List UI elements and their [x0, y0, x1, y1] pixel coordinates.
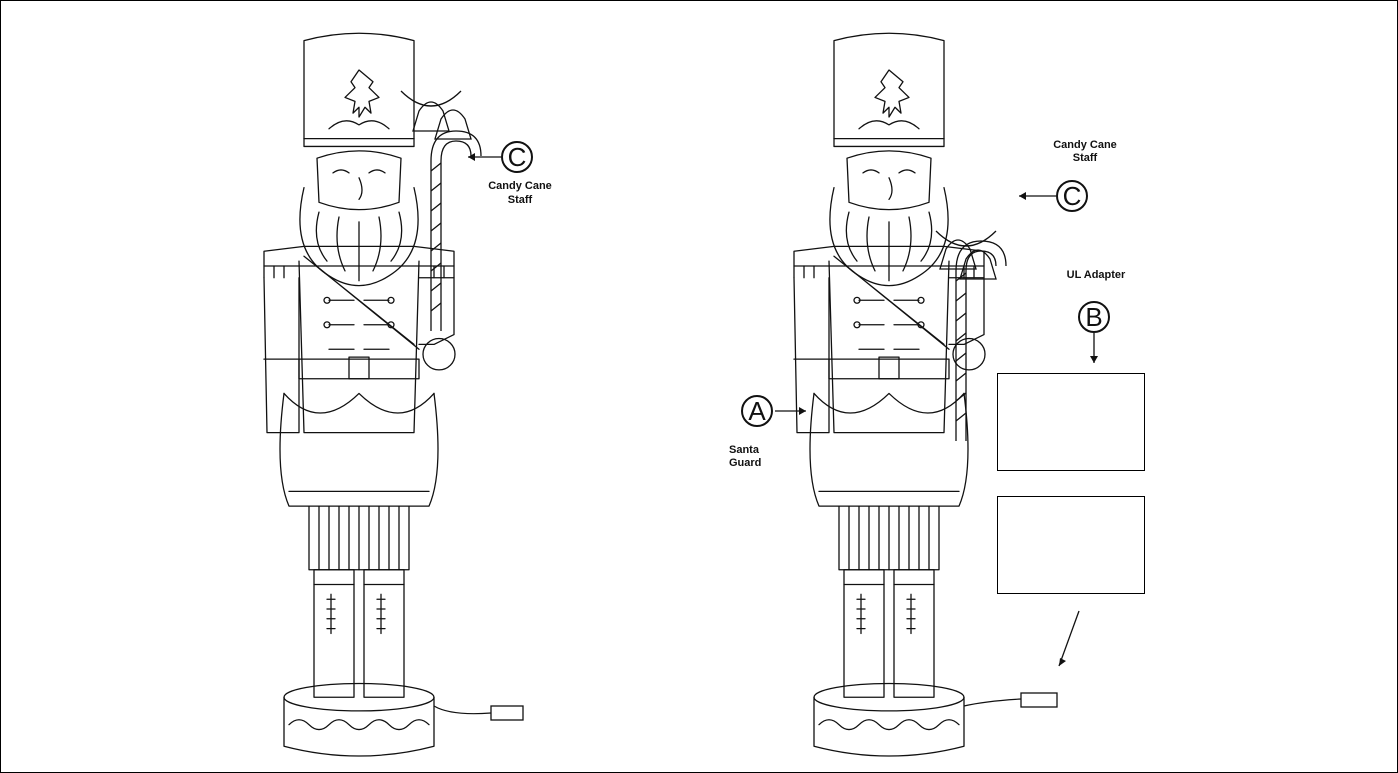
right-label-candy-cane-staff: Candy Cane Staff [1045, 139, 1125, 165]
right-label-a-line2: Guard [729, 457, 761, 469]
right-label-c-line1: Candy Cane [1053, 139, 1117, 151]
left-nutcracker [264, 33, 455, 756]
right-callout-a: A [741, 395, 773, 427]
right-arrowhead-plug [1059, 658, 1066, 666]
right-arrow-plug [1059, 611, 1079, 666]
right-label-santa-guard: Santa Guard [729, 444, 789, 470]
right-callout-c: C [1056, 180, 1088, 212]
right-callout-b: B [1078, 301, 1110, 333]
left-plug-icon [491, 706, 523, 720]
left-callout-c: C [501, 141, 533, 173]
right-power-cord [964, 699, 1021, 706]
left-label-candy-cane-staff: Candy Cane Staff [486, 179, 554, 207]
adapter-photo-1 [997, 373, 1145, 471]
right-label-c-line2: Staff [1073, 152, 1097, 164]
left-candy-cane [431, 131, 481, 331]
right-label-ul-adapter: UL Adapter [1051, 269, 1141, 282]
right-arrowhead-c [1019, 192, 1026, 200]
right-arrowhead-a [799, 407, 806, 415]
left-power-cord [434, 706, 491, 714]
right-arrowhead-b [1090, 356, 1098, 363]
adapter-photo-2 [997, 496, 1145, 594]
right-plug-icon [1021, 693, 1057, 707]
right-label-a-line1: Santa [729, 444, 759, 456]
